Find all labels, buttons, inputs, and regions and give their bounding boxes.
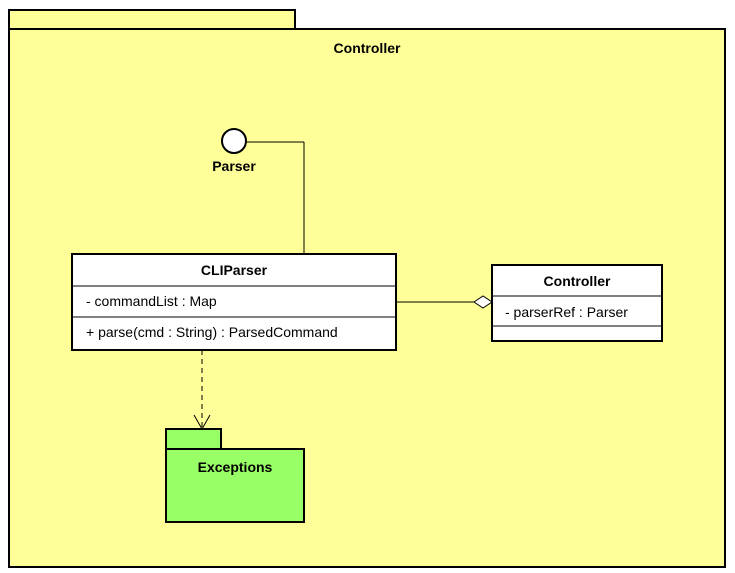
class-attribute: - commandList : Map xyxy=(86,293,217,309)
class-name: Controller xyxy=(544,273,611,289)
subpackage-name: Exceptions xyxy=(198,459,273,475)
class-cliparser[interactable]: CLIParser - commandList : Map + parse(cm… xyxy=(71,253,397,351)
class-box xyxy=(491,264,663,342)
subpackage-tab xyxy=(165,428,222,450)
class-box xyxy=(71,253,397,351)
package-exceptions[interactable]: Exceptions xyxy=(165,428,305,523)
package-name: Controller xyxy=(334,40,401,56)
interface-circle xyxy=(221,128,247,154)
package-tab xyxy=(8,9,296,30)
class-controller[interactable]: Controller - parserRef : Parser xyxy=(491,264,663,342)
subpackage-body xyxy=(165,448,305,523)
class-operation: + parse(cmd : String) : ParsedCommand xyxy=(86,324,338,340)
class-attribute: - parserRef : Parser xyxy=(505,304,628,320)
interface-name: Parser xyxy=(212,158,256,174)
class-name: CLIParser xyxy=(201,262,268,278)
interface-parser[interactable]: Parser xyxy=(212,128,305,253)
